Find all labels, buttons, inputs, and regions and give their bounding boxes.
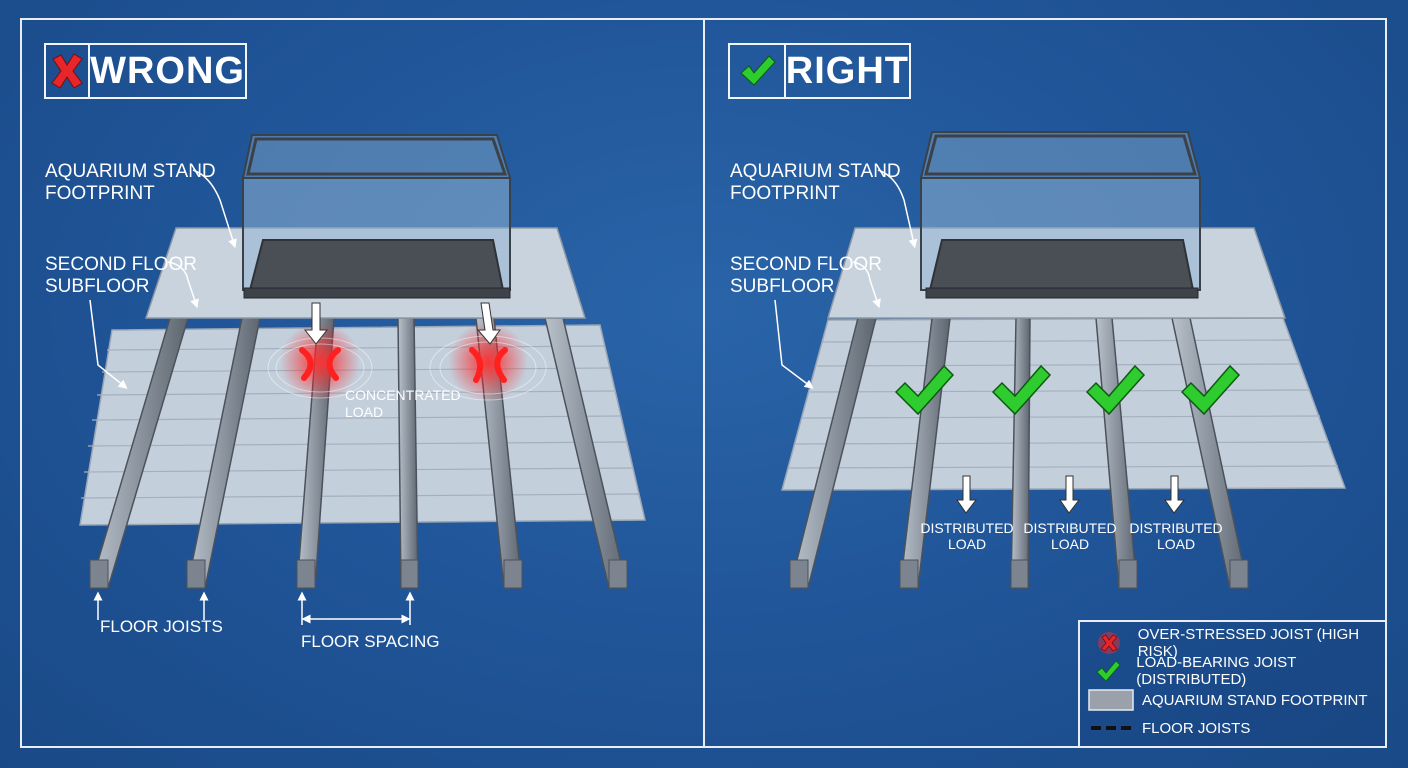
right-title: RIGHT xyxy=(785,49,909,92)
legend-label: FLOOR JOISTS xyxy=(1142,719,1251,737)
wrong-title: WRONG xyxy=(90,49,245,92)
legend-box: OVER-STRESSED JOIST (HIGH RISK) LOAD-BEA… xyxy=(1078,620,1387,748)
red-stress-x-icon xyxy=(1080,631,1138,655)
aquarium-tank-right xyxy=(919,131,1202,299)
subfloor-label-l2: SUBFLOOR xyxy=(730,276,835,297)
stand-footprint-label-l2: FOOTPRINT xyxy=(730,183,840,204)
green-check-icon xyxy=(730,45,786,97)
legend-item-joists: FLOOR JOISTS xyxy=(1080,714,1250,742)
green-check-icon xyxy=(1080,659,1136,683)
dashed-line-icon xyxy=(1080,723,1142,733)
concentrated-load-arrows xyxy=(303,302,501,345)
stress-crack-icon xyxy=(299,347,508,383)
distributed-load-label-2-l1: DISTRIBUTED xyxy=(1023,520,1116,536)
legend-item-load-bearing: LOAD-BEARING JOIST (DISTRIBUTED) xyxy=(1080,654,1385,688)
gray-footprint-swatch xyxy=(1080,689,1142,711)
wrong-badge: WRONG xyxy=(44,43,247,99)
subfloor-label-l1: SECOND FLOOR xyxy=(45,254,197,275)
stand-footprint-label-l1: AQUARIUM STAND xyxy=(730,161,901,182)
floor-joists-label: FLOOR JOISTS xyxy=(100,617,223,636)
deck-board-lines xyxy=(787,339,1339,469)
legend-label: AQUARIUM STAND FOOTPRINT xyxy=(1142,691,1368,709)
red-x-icon xyxy=(46,45,91,97)
wrong-scene: AQUARIUM STAND FOOTPRINT SECOND FLOOR SU… xyxy=(45,134,646,651)
panel-divider xyxy=(703,18,705,748)
right-badge: RIGHT xyxy=(728,43,911,99)
aquarium-tank-left xyxy=(241,134,512,299)
legend-item-overstressed: OVER-STRESSED JOIST (HIGH RISK) xyxy=(1080,626,1385,660)
distributed-load-label-3-l2: LOAD xyxy=(1157,536,1195,552)
floor-spacing-label: FLOOR SPACING xyxy=(301,632,440,651)
distributed-load-label-2-l2: LOAD xyxy=(1051,536,1089,552)
concentrated-load-label-l2: LOAD xyxy=(345,404,383,420)
legend-label: LOAD-BEARING JOIST (DISTRIBUTED) xyxy=(1136,654,1297,688)
distributed-load-label-1-l2: LOAD xyxy=(948,536,986,552)
subfloor-label-l2: SUBFLOOR xyxy=(45,276,150,297)
legend-label: OVER-STRESSED JOIST (HIGH RISK) xyxy=(1137,626,1360,660)
subfloor-label-l1: SECOND FLOOR xyxy=(730,254,882,275)
stand-footprint-label-l1: AQUARIUM STAND xyxy=(45,161,216,182)
concentrated-load-label-l1: CONCENTRATED xyxy=(345,387,461,403)
right-scene: DISTRIBUTED LOAD DISTRIBUTED LOAD DISTRI… xyxy=(730,131,1347,589)
stand-footprint-label-l2: FOOTPRINT xyxy=(45,183,155,204)
distributed-load-arrows xyxy=(956,475,1186,514)
legend-item-footprint: AQUARIUM STAND FOOTPRINT xyxy=(1080,686,1368,714)
green-check-icons xyxy=(894,364,1241,416)
distributed-load-label-1-l1: DISTRIBUTED xyxy=(920,520,1013,536)
distributed-load-label-3-l1: DISTRIBUTED xyxy=(1129,520,1222,536)
